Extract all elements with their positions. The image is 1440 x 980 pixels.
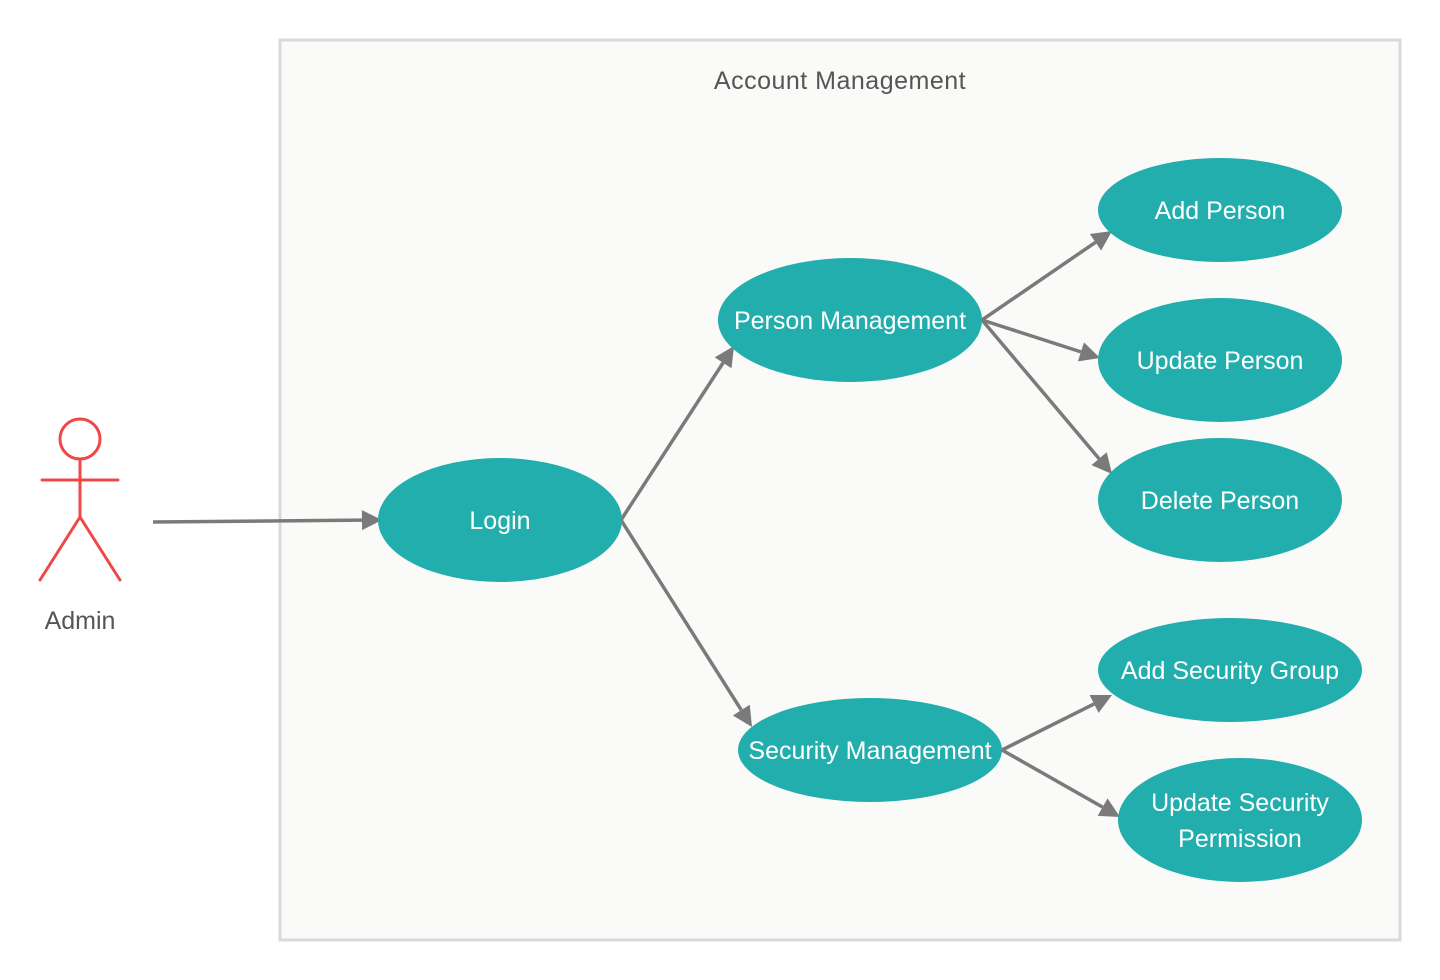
arrowhead (1089, 231, 1112, 251)
association-login-to-security-management (619, 519, 752, 727)
usecase-label: Delete Person (1141, 487, 1299, 515)
association-login-to-person-management (619, 346, 734, 521)
usecase-label: Update Person (1137, 347, 1304, 375)
actor-admin[interactable]: Admin (38, 417, 122, 635)
usecase-label: Update Security (1151, 789, 1329, 817)
association-security-management-to-add-security-group (1001, 695, 1112, 752)
usecase-ellipse (1098, 298, 1342, 422)
association-person-management-to-update-person (981, 318, 1100, 362)
association-line (981, 318, 1082, 354)
usecase-ellipse (738, 698, 1002, 802)
actor-left-leg (38, 515, 82, 582)
usecase-login[interactable]: Login (378, 458, 622, 582)
usecase-security-management[interactable]: Security Management (738, 698, 1002, 802)
arrowhead (1097, 798, 1120, 817)
usecase-ellipse (1098, 618, 1362, 722)
association-line (619, 361, 725, 521)
associations (152, 231, 1120, 817)
association-actor-to-login (152, 510, 382, 531)
arrowhead (1077, 342, 1100, 362)
arrowhead (714, 346, 734, 369)
usecase-ellipse (1098, 158, 1342, 262)
association-line (1001, 702, 1095, 752)
usecase-add-person[interactable]: Add Person (1098, 158, 1342, 262)
usecase-ellipse (378, 458, 622, 582)
arrowhead (1089, 695, 1112, 713)
association-line (619, 519, 743, 712)
usecase-label: Add Person (1155, 197, 1286, 225)
usecase-label: Login (469, 507, 530, 535)
association-person-management-to-delete-person (980, 318, 1112, 474)
usecase-update-person[interactable]: Update Person (1098, 298, 1342, 422)
usecase-label: Security Management (748, 737, 991, 765)
actor-label: Admin (45, 607, 116, 635)
actor-head (58, 417, 102, 461)
system-title: Account Management (714, 67, 966, 95)
usecase-person-management[interactable]: Person Management (718, 258, 982, 382)
usecase-label: Person Management (734, 307, 966, 335)
arrowhead (361, 510, 382, 531)
usecase-ellipse (718, 258, 982, 382)
arrowhead (1091, 452, 1112, 474)
usecase-add-security-group[interactable]: Add Security Group (1098, 618, 1362, 722)
association-line (981, 240, 1097, 322)
usecase-ellipse (1098, 438, 1342, 562)
usecase-delete-person[interactable]: Delete Person (1098, 438, 1342, 562)
association-line (1001, 748, 1104, 809)
arrowhead (732, 704, 752, 727)
association-person-management-to-add-person (981, 231, 1112, 322)
usecase-ellipse (1118, 758, 1362, 882)
association-security-management-to-update-security-permission (1001, 748, 1120, 817)
actor-right-leg (78, 515, 122, 582)
association-line (152, 518, 363, 524)
usecase-label: Permission (1178, 825, 1302, 853)
association-line (980, 318, 1101, 460)
usecase-label: Add Security Group (1121, 657, 1339, 685)
